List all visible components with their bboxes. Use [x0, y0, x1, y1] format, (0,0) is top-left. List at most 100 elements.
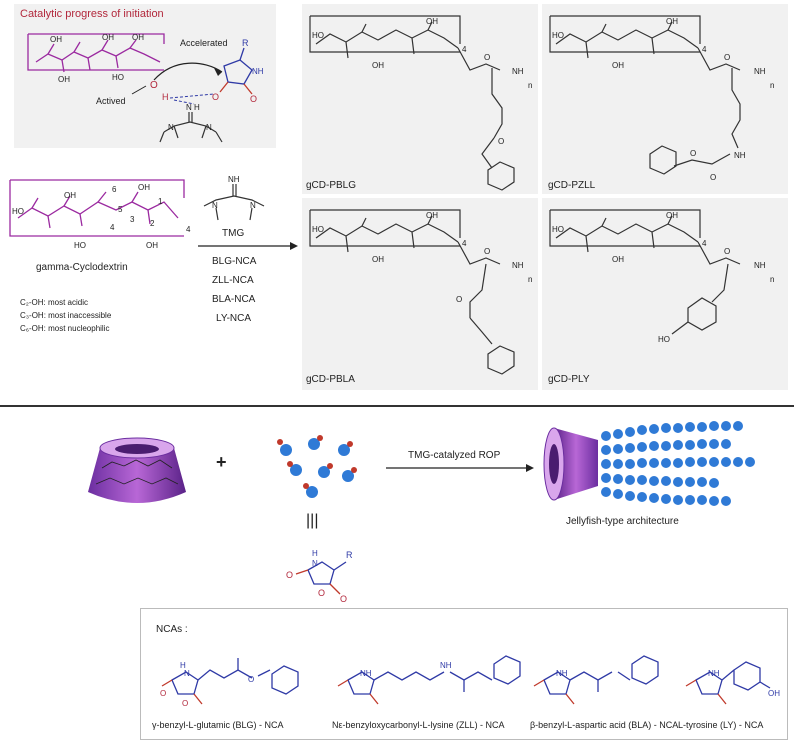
product-panel-ply	[542, 198, 788, 390]
atom-label: OH	[372, 61, 384, 70]
atom-label: n	[528, 275, 532, 284]
atom-label: OH	[612, 61, 624, 70]
atom-label: HO	[112, 73, 124, 82]
nca-blg-structure: H N O O O	[160, 658, 299, 708]
atom-label: OH	[768, 689, 780, 698]
rop-arrow	[386, 464, 534, 472]
product-panel-pzll	[542, 4, 788, 194]
atom-label: HO	[658, 335, 670, 344]
atom-label: OH	[138, 183, 150, 192]
atom-label: N	[212, 201, 218, 210]
cyclodextrin-cone-icon	[88, 437, 186, 503]
position-label: 5	[118, 205, 123, 214]
product-label: gCD-PBLA	[306, 374, 355, 385]
nca-monomer-icons	[277, 435, 357, 498]
nca-ly-structure: NH OH	[685, 661, 780, 705]
atom-label: O	[150, 80, 158, 91]
atom-label: NH	[512, 67, 524, 76]
atom-label: NH	[512, 261, 524, 270]
gcd-pblg-structure: HO OH OH 4 O NH n O	[309, 15, 532, 191]
nca-name: L-tyrosine (LY) - NCA	[678, 720, 764, 730]
atom-label: N	[186, 103, 192, 112]
atom-label: O	[250, 94, 257, 104]
atom-label: HO	[312, 31, 324, 40]
atom-label: O	[286, 570, 293, 580]
reaction-arrow	[198, 242, 298, 250]
product-panel-pbla	[302, 198, 538, 390]
position-label: 6	[112, 185, 117, 194]
position-label: 2	[150, 219, 155, 228]
atom-label: N	[184, 669, 190, 678]
gcd-ply-structure: HO OH OH 4 O NH n HO	[549, 209, 774, 344]
atom-label: n	[770, 275, 774, 284]
accelerated-label: Accelerated	[180, 38, 228, 48]
atom-label: N	[206, 123, 212, 132]
atom-label: O	[212, 92, 219, 102]
monomer-label: ZLL-NCA	[212, 275, 254, 286]
atom-label: HO	[12, 207, 24, 216]
repeat-label: 4	[462, 45, 467, 54]
cd-note: C₃-OH: most inaccessible	[20, 311, 112, 320]
atom-label: N	[168, 123, 174, 132]
atom-label: OH	[372, 255, 384, 264]
gcd-pbla-structure: HO OH OH 4 O NH n O	[309, 209, 532, 375]
atom-label: OH	[666, 211, 678, 220]
atom-label: NH	[252, 67, 264, 76]
gamma-cyclodextrin-structure: 6 5 4 3 2 1 4 HO OH OH HO OH	[9, 179, 191, 250]
section-divider	[0, 405, 794, 407]
arrow-label: TMG-catalyzed ROP	[408, 450, 501, 461]
atom-label: n	[528, 81, 532, 90]
product-label: gCD-PLY	[548, 374, 590, 385]
atom-label: NH	[754, 67, 766, 76]
tmg-structure: NH N N	[203, 175, 265, 221]
atom-label: NH	[440, 661, 452, 670]
monomer-label: BLA-NCA	[212, 294, 256, 305]
atom-label: O	[484, 247, 490, 256]
atom-label: O	[248, 675, 254, 684]
atom-label: n	[770, 81, 774, 90]
repeat-label: 4	[186, 225, 191, 234]
atom-label: O	[724, 53, 730, 62]
atom-label: H	[162, 92, 169, 102]
product-label: gCD-PZLL	[548, 180, 596, 191]
atom-label: OH	[58, 75, 70, 84]
atom-label: OH	[146, 241, 158, 250]
atom-label: O	[456, 295, 462, 304]
actived-label: Actived	[96, 96, 126, 106]
position-label: 4	[110, 223, 115, 232]
atom-label: OH	[426, 211, 438, 220]
atom-label: O	[318, 588, 325, 598]
atom-label: N	[250, 201, 256, 210]
atom-label: O	[724, 247, 730, 256]
atom-label: HO	[552, 31, 564, 40]
atom-label: OH	[666, 17, 678, 26]
jellyfish-architecture-icon	[543, 421, 755, 506]
atom-label: O	[484, 53, 490, 62]
atom-label: O	[182, 699, 188, 708]
monomer-label: BLG-NCA	[212, 256, 257, 267]
atom-label: NH	[734, 151, 746, 160]
nca-legend-box	[140, 608, 788, 740]
atom-label: NH	[708, 669, 720, 678]
atom-label: OH	[426, 17, 438, 26]
result-label: Jellyfish-type architecture	[566, 516, 679, 527]
plus-sign: +	[216, 452, 227, 472]
nca-name: Nε-benzyloxycarbonyl-L-lysine (ZLL) - NC…	[332, 720, 505, 730]
atom-label: NH	[556, 669, 568, 678]
nca-bla-structure: NH	[533, 655, 659, 705]
repeat-label: 4	[462, 239, 467, 248]
nca-name: γ-benzyl-L-glutamic (BLG) - NCA	[152, 720, 284, 730]
position-label: 1	[158, 197, 163, 206]
initiation-title: Catalytic progress of initiation	[20, 8, 164, 20]
atom-label: O	[160, 689, 166, 698]
generic-nca-structure: R H N O O O	[286, 549, 353, 602]
repeat-label: 4	[702, 45, 707, 54]
atom-label: OH	[50, 35, 62, 44]
cd-note: C₆-OH: most nucleophilic	[20, 324, 110, 333]
atom-label: R	[346, 550, 353, 560]
atom-label: O	[710, 173, 716, 182]
atom-label: OH	[612, 255, 624, 264]
atom-label: O	[340, 594, 347, 602]
atom-label: H	[180, 661, 186, 670]
repeat-label: 4	[702, 239, 707, 248]
